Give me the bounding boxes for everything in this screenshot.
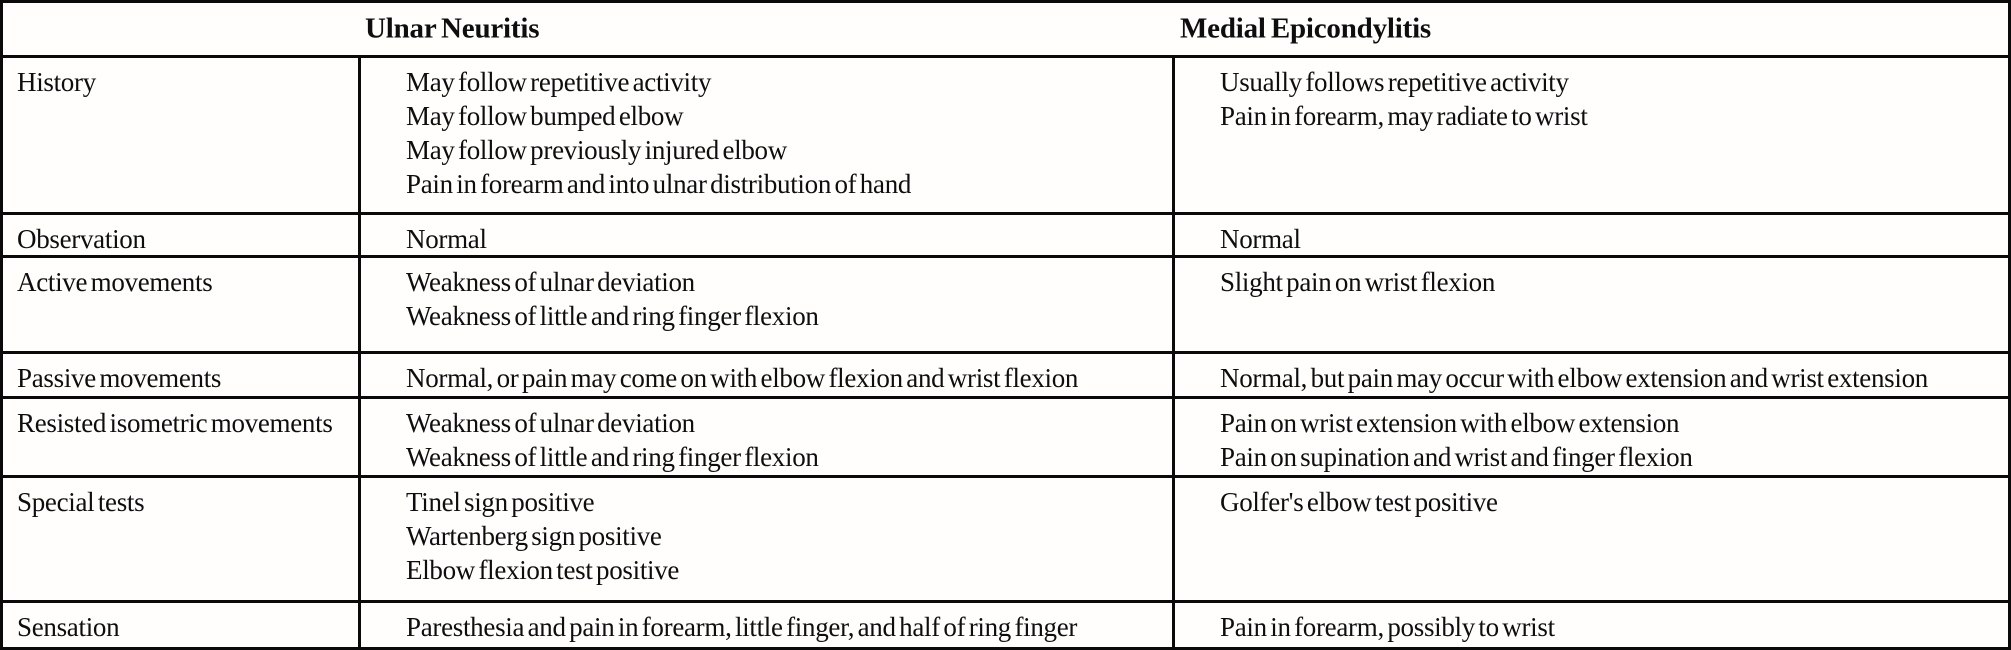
cell-line: Weakness of ulnar deviation xyxy=(406,408,695,438)
cell-line: May follow previously injured elbow xyxy=(406,135,787,165)
cell-line: Pain in forearm, possibly to wrist xyxy=(1220,612,1555,642)
ulnar-neuritis-cell: Normal xyxy=(361,215,1175,255)
ulnar-neuritis-cell: Weakness of ulnar deviation Weakness of … xyxy=(361,399,1175,475)
cell-line: Tinel sign positive xyxy=(406,487,595,517)
cell-line: May follow repetitive activity xyxy=(406,67,712,97)
table-header-row: Ulnar Neuritis Medial Epicondylitis xyxy=(3,3,2008,55)
cell-line: Normal, or pain may come on with elbow f… xyxy=(406,363,1079,393)
cell-line: Normal xyxy=(1220,224,1301,254)
row-label: Sensation xyxy=(3,603,361,647)
table-row-resisted-isometric-movements: Resisted isometric movements Weakness of… xyxy=(3,396,2008,475)
medial-epicondylitis-cell: Usually follows repetitive activity Pain… xyxy=(1175,58,2008,212)
table-row-history: History May follow repetitive activity M… xyxy=(3,55,2008,212)
ulnar-neuritis-cell: Paresthesia and pain in forearm, little … xyxy=(361,603,1175,647)
table-row-active-movements: Active movements Weakness of ulnar devia… xyxy=(3,255,2008,351)
row-label: Special tests xyxy=(3,478,361,600)
row-label: Observation xyxy=(3,215,361,255)
row-label: Passive movements xyxy=(3,354,361,396)
medial-epicondylitis-cell: Normal, but pain may occur with elbow ex… xyxy=(1175,354,2008,396)
ulnar-neuritis-cell: Normal, or pain may come on with elbow f… xyxy=(361,354,1175,396)
column-header-ulnar-neuritis: Ulnar Neuritis xyxy=(365,12,540,45)
row-label: History xyxy=(3,58,361,212)
cell-line: Pain on wrist extension with elbow exten… xyxy=(1220,408,1680,438)
cell-line: Normal xyxy=(406,224,487,254)
row-label: Resisted isometric movements xyxy=(3,399,361,475)
cell-line: Pain on supination and wrist and finger … xyxy=(1220,442,1693,472)
cell-line: Weakness of little and ring finger flexi… xyxy=(406,442,819,472)
cell-line: Golfer's elbow test positive xyxy=(1220,487,1498,517)
ulnar-neuritis-cell: Tinel sign positive Wartenberg sign posi… xyxy=(361,478,1175,600)
medial-epicondylitis-cell: Pain in forearm, possibly to wrist xyxy=(1175,603,2008,647)
cell-line: Wartenberg sign positive xyxy=(406,521,662,551)
table-row-special-tests: Special tests Tinel sign positive Warten… xyxy=(3,475,2008,600)
cell-line: Slight pain on wrist flexion xyxy=(1220,267,1496,297)
cell-line: Usually follows repetitive activity xyxy=(1220,67,1569,97)
ulnar-neuritis-cell: Weakness of ulnar deviation Weakness of … xyxy=(361,258,1175,351)
medial-epicondylitis-cell: Slight pain on wrist flexion xyxy=(1175,258,2008,351)
row-label: Active movements xyxy=(3,258,361,351)
medial-epicondylitis-cell: Pain on wrist extension with elbow exten… xyxy=(1175,399,2008,475)
cell-line: Elbow flexion test positive xyxy=(406,555,680,585)
cell-line: Weakness of ulnar deviation xyxy=(406,267,695,297)
cell-line: Pain in forearm, may radiate to wrist xyxy=(1220,101,1588,131)
table-row-sensation: Sensation Paresthesia and pain in forear… xyxy=(3,600,2008,647)
medial-epicondylitis-cell: Golfer's elbow test positive xyxy=(1175,478,2008,600)
cell-line: May follow bumped elbow xyxy=(406,101,684,131)
cell-line: Weakness of little and ring finger flexi… xyxy=(406,301,819,331)
column-header-medial-epicondylitis: Medial Epicondylitis xyxy=(1180,12,1432,45)
medial-epicondylitis-cell: Normal xyxy=(1175,215,2008,255)
cell-line: Pain in forearm and into ulnar distribut… xyxy=(406,169,912,199)
cell-line: Paresthesia and pain in forearm, little … xyxy=(406,612,1078,642)
ulnar-neuritis-cell: May follow repetitive activity May follo… xyxy=(361,58,1175,212)
table-row-observation: Observation Normal Normal xyxy=(3,212,2008,255)
table-row-passive-movements: Passive movements Normal, or pain may co… xyxy=(3,351,2008,396)
cell-line: Normal, but pain may occur with elbow ex… xyxy=(1220,363,1928,393)
